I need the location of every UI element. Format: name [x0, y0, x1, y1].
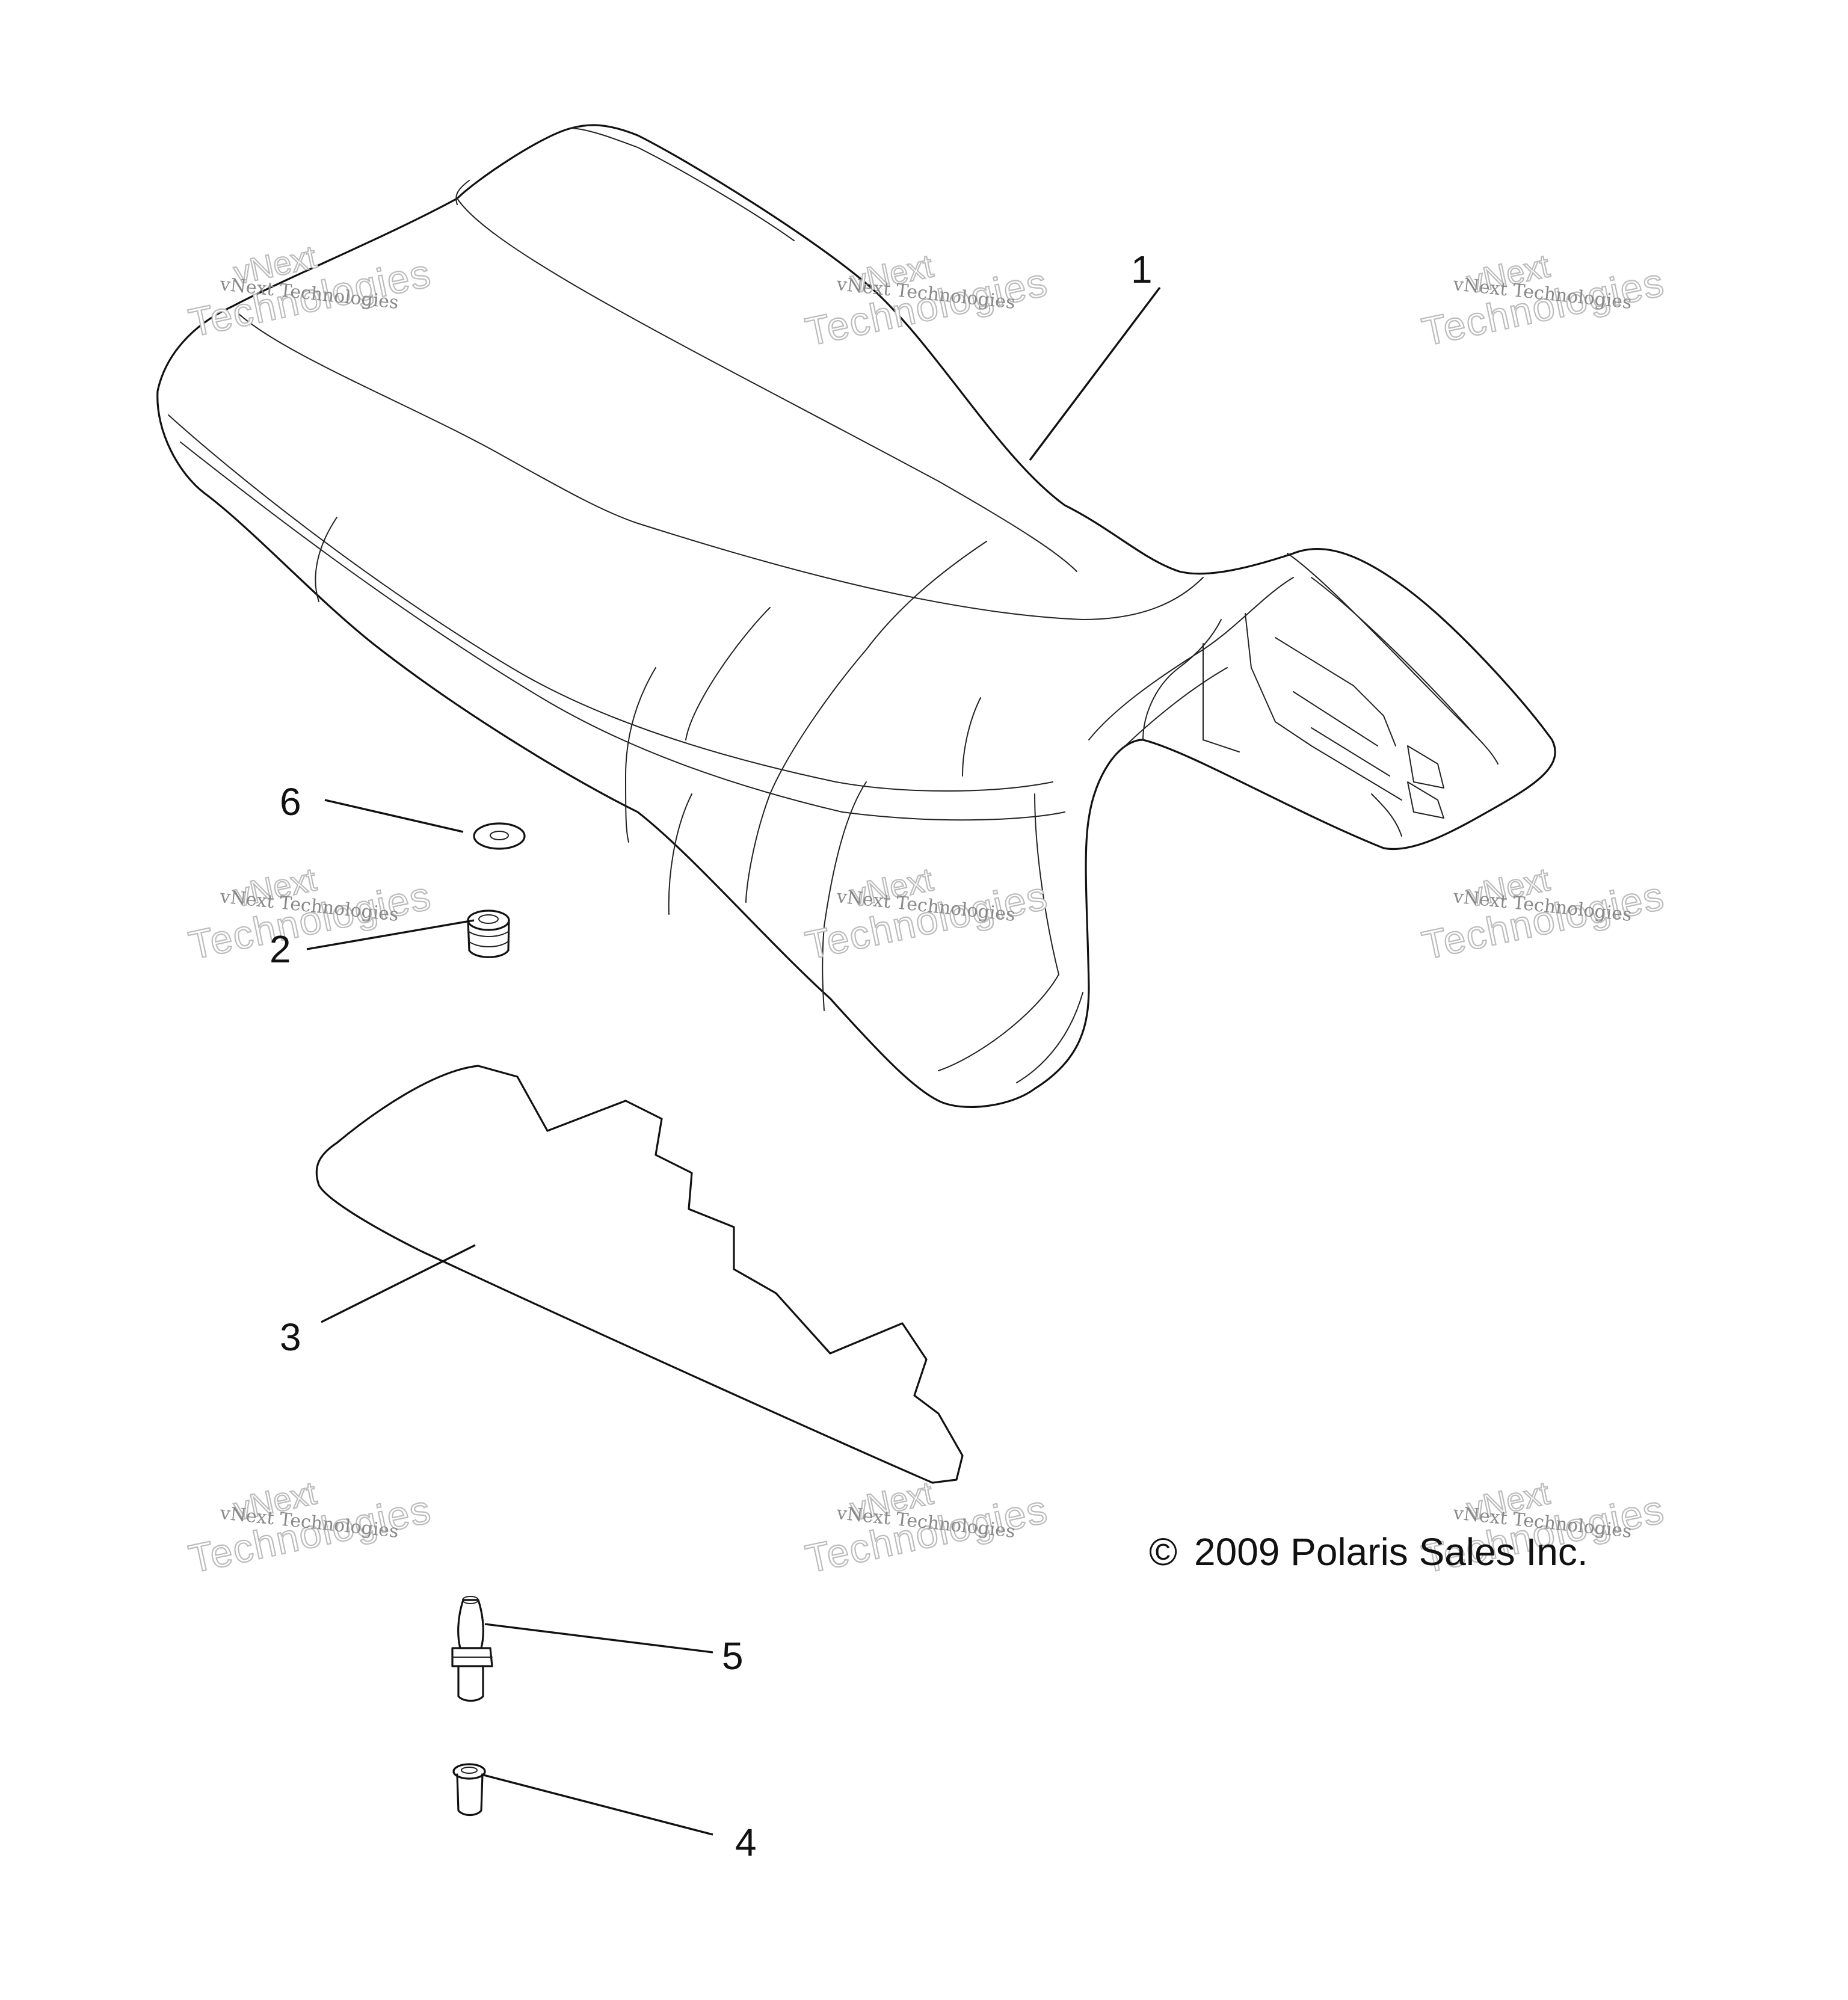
leader-1 — [1029, 286, 1161, 461]
callout-5: 5 — [722, 1634, 744, 1678]
leader-lines — [306, 286, 1161, 1836]
watermark: vNext Technologies — [184, 238, 436, 346]
pad-part-3 — [315, 1065, 964, 1484]
washer-part-6 — [473, 822, 526, 850]
watermark-vnext: vNext — [1464, 861, 1553, 914]
copyright-text: 2009 Polaris Sales Inc. — [1194, 1530, 1588, 1574]
watermarks: vNext Technologies vNext Technologies vN… — [184, 238, 1669, 1582]
leader-4 — [481, 1773, 713, 1836]
leader-5 — [484, 1623, 713, 1654]
callout-6: 6 — [280, 780, 301, 823]
leader-6 — [324, 799, 464, 833]
copyright-symbol: © — [1149, 1530, 1177, 1574]
callout-3: 3 — [280, 1315, 301, 1359]
grommet-part-2 — [467, 909, 510, 958]
leader-3 — [321, 1244, 476, 1323]
seat-part-1 — [156, 124, 1556, 1109]
leader-2 — [306, 919, 475, 950]
bushing-part-4 — [452, 1763, 486, 1817]
callout-4: 4 — [735, 1821, 757, 1864]
callout-1: 1 — [1131, 248, 1153, 291]
rivet-part-5 — [451, 1596, 493, 1702]
callout-2: 2 — [270, 928, 291, 971]
callouts: 1 2 3 4 5 6 — [270, 248, 1153, 1864]
copyright-notice: © 2009 Polaris Sales Inc. — [1149, 1530, 1588, 1574]
